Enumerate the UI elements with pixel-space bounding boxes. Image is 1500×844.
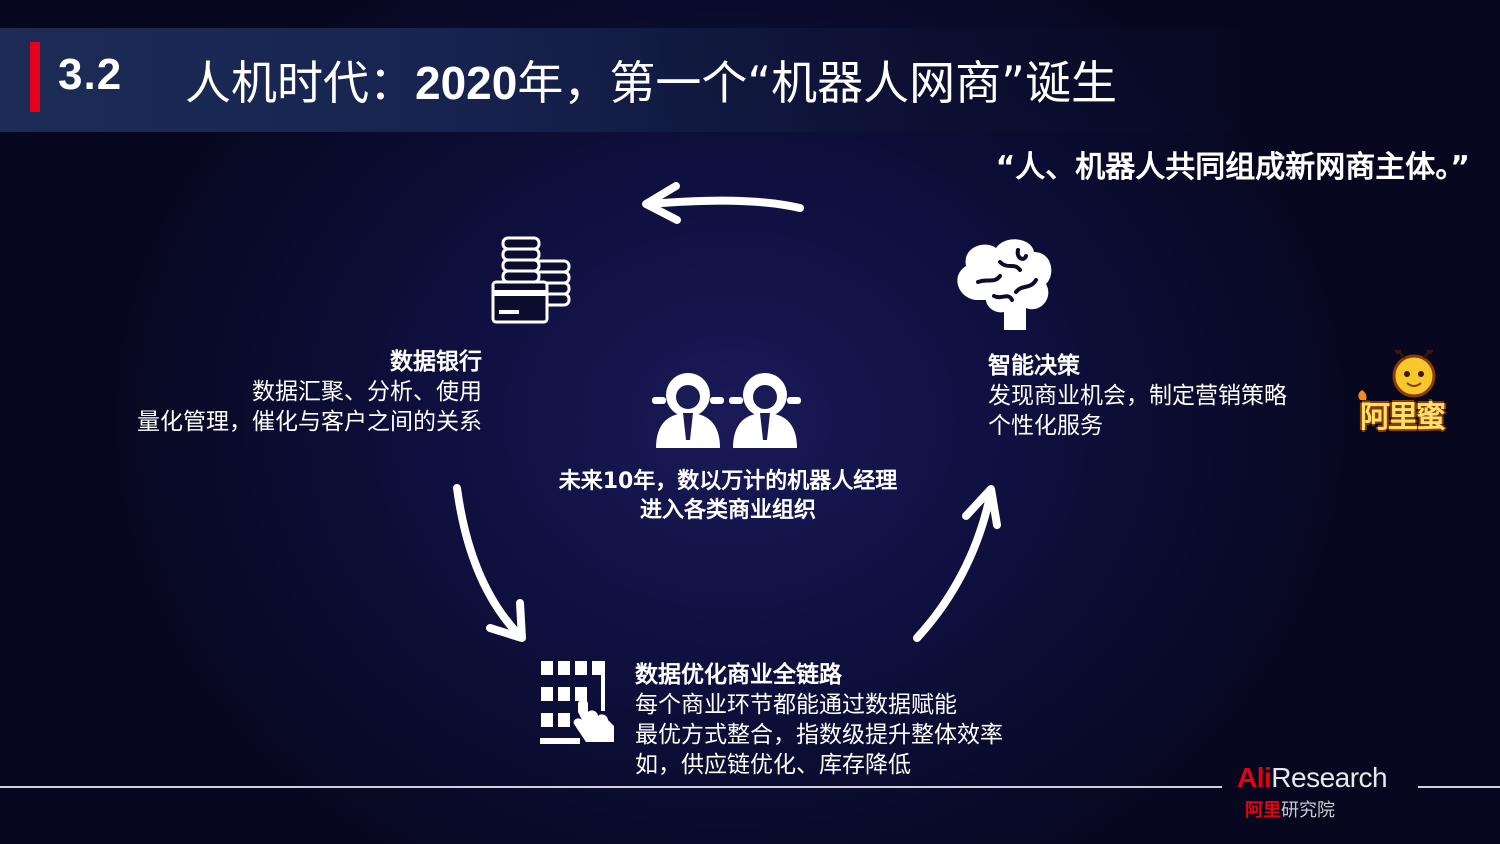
coins-and-card-icon bbox=[491, 236, 571, 324]
center-caption-line: 进入各类商业组织 bbox=[639, 498, 816, 523]
data-bank-line: 量化管理，催化与客户之间的关系 bbox=[137, 409, 482, 435]
title-accent-bar bbox=[30, 42, 40, 112]
center-caption: 未来10年，数以万计的机器人经理 进入各类商业组织 bbox=[528, 467, 928, 525]
aliresearch-cn-logo: 阿里研究院 bbox=[1245, 796, 1335, 822]
logo-brand-rest: Research bbox=[1271, 762, 1388, 793]
cycle-arrow-icon bbox=[913, 485, 1001, 642]
mascot-text: 阿里蜜 bbox=[1360, 400, 1446, 435]
title-year: 2020 bbox=[415, 57, 518, 109]
data-bank-block: 数据银行 数据汇聚、分析、使用 量化管理，催化与客户之间的关系 bbox=[137, 347, 482, 437]
aliresearch-logo: AliResearch bbox=[1237, 762, 1388, 794]
data-optimization-block: 数据优化商业全链路 每个商业环节都能通过数据赋能 最优方式整合，指数级提升整体效… bbox=[635, 660, 1003, 780]
touch-grid-icon bbox=[540, 661, 614, 744]
data-optimization-line: 如，供应链优化、库存降低 bbox=[635, 752, 911, 778]
data-optimization-heading: 数据优化商业全链路 bbox=[635, 662, 842, 688]
cycle-arrow-icon bbox=[453, 484, 526, 642]
center-caption-line: 未来10年，数以万计的机器人经理 bbox=[558, 469, 898, 494]
smart-decision-line: 发现商业机会，制定营销策略 bbox=[988, 383, 1287, 409]
logo-cn-rest: 研究院 bbox=[1281, 800, 1335, 821]
data-optimization-line: 最优方式整合，指数级提升整体效率 bbox=[635, 722, 1003, 748]
footer-divider bbox=[1418, 786, 1500, 788]
footer-divider bbox=[0, 786, 1222, 788]
title-prefix: 人机时代： bbox=[185, 56, 415, 110]
data-bank-heading: 数据银行 bbox=[390, 349, 482, 375]
page-title: 人机时代：2020年，第一个“机器人网商”诞生 bbox=[185, 47, 1117, 113]
smart-decision-block: 智能决策 发现商业机会，制定营销策略 个性化服务 bbox=[988, 351, 1287, 441]
section-number: 3.2 bbox=[58, 50, 123, 99]
mascot-bee-logo bbox=[1358, 350, 1436, 400]
quote-text: “人、机器人共同组成新网商主体。” bbox=[995, 150, 1470, 185]
data-optimization-line: 每个商业环节都能通过数据赋能 bbox=[635, 692, 957, 718]
cycle-arrow-icon bbox=[642, 182, 804, 224]
logo-brand-red: Ali bbox=[1237, 762, 1272, 793]
smart-decision-line: 个性化服务 bbox=[988, 413, 1103, 439]
brain-icon bbox=[957, 239, 1052, 330]
data-bank-line: 数据汇聚、分析、使用 bbox=[252, 379, 482, 405]
smart-decision-heading: 智能决策 bbox=[988, 353, 1080, 379]
two-managers-icon bbox=[652, 373, 801, 448]
title-bar bbox=[0, 28, 1260, 132]
logo-cn-red: 阿里 bbox=[1245, 800, 1281, 821]
title-suffix: 年，第一个“机器人网商”诞生 bbox=[517, 56, 1118, 110]
